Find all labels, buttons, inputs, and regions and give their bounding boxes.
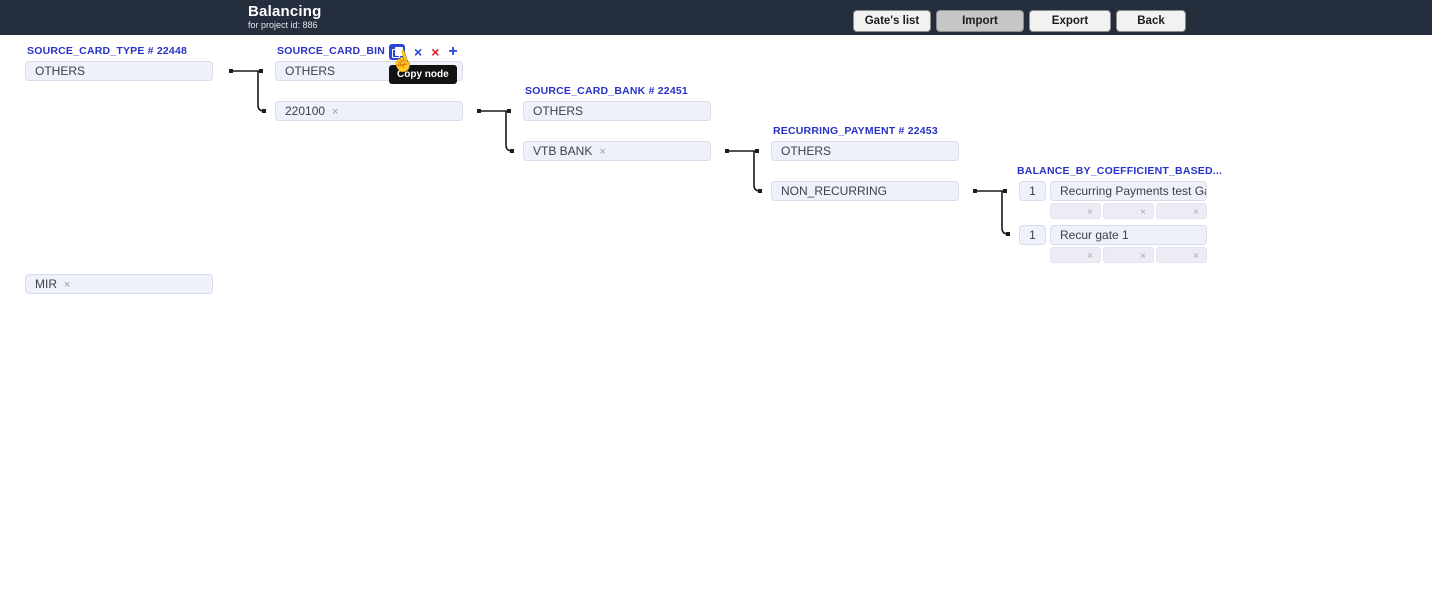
gate-limit-cell[interactable]: × [1050, 247, 1101, 263]
remove-value-icon[interactable]: × [599, 146, 606, 158]
node-source-card-bin-220100[interactable]: 220100 × [275, 101, 463, 121]
gate-limit-cell[interactable]: × [1103, 247, 1154, 263]
cut-node-icon[interactable]: × [414, 44, 423, 60]
gate-limit-cell[interactable]: × [1156, 203, 1207, 219]
gate-coefficient-box[interactable]: 1 [1019, 225, 1046, 245]
node-source-card-bank-others[interactable]: OTHERS [523, 101, 711, 121]
gate-name: Recur gate 1 [1060, 228, 1129, 242]
header-buttons: Gate's list Import Export Back [853, 10, 1186, 32]
node-source-card-type-mir[interactable]: MIR × [25, 274, 213, 294]
copy-node-tooltip: Copy node [389, 65, 457, 84]
coefficient-value: 1 [1029, 184, 1036, 198]
node-label: OTHERS [285, 64, 336, 78]
remove-value-icon[interactable]: × [332, 106, 339, 118]
delete-node-icon[interactable]: × [431, 44, 440, 60]
gate-limit-cell[interactable]: × [1103, 203, 1154, 219]
node-recurring-payment-others[interactable]: OTHERS [771, 141, 959, 161]
page-title: Balancing [248, 3, 322, 20]
gate-name: Recurring Payments test Gate [1060, 184, 1207, 198]
column-title-source-card-bin: SOURCE_CARD_BIN ... [277, 45, 398, 57]
column-title-source-card-bank: SOURCE_CARD_BANK # 22451 [525, 85, 688, 97]
add-node-icon[interactable]: + [448, 43, 458, 60]
copy-node-button[interactable] [389, 44, 405, 60]
node-label: 220100 [285, 104, 326, 118]
node-label: OTHERS [533, 104, 584, 118]
node-toolbar: × × + [389, 44, 458, 60]
clear-cell-icon[interactable]: × [1193, 251, 1199, 262]
node-label: OTHERS [35, 64, 86, 78]
copy-icon [392, 47, 403, 58]
column-title-source-card-type: SOURCE_CARD_TYPE # 22448 [27, 45, 188, 57]
page-subtitle: for project id: 886 [248, 20, 318, 30]
clear-cell-icon[interactable]: × [1193, 207, 1199, 218]
clear-cell-icon[interactable]: × [1140, 251, 1146, 262]
gate-name-box[interactable]: Recur gate 1 [1050, 225, 1207, 245]
column-title-recurring-payment: RECURRING_PAYMENT # 22453 [773, 125, 938, 137]
import-button[interactable]: Import [936, 10, 1024, 32]
node-label: VTB BANK [533, 144, 593, 158]
gate-name-box[interactable]: Recurring Payments test Gate [1050, 181, 1207, 201]
node-label: OTHERS [781, 144, 832, 158]
column-title-balance-by-coefficient: BALANCE_BY_COEFFICIENT_BASED... [1017, 165, 1223, 177]
node-label: NON_RECURRING [781, 184, 888, 198]
gate-coefficient-box[interactable]: 1 [1019, 181, 1046, 201]
app-header: Balancing for project id: 886 Gate's lis… [0, 0, 1432, 35]
gate-limit-cell[interactable]: × [1050, 203, 1101, 219]
gates-list-button[interactable]: Gate's list [853, 10, 931, 32]
node-source-card-type-others[interactable]: OTHERS [25, 61, 213, 81]
clear-cell-icon[interactable]: × [1087, 251, 1093, 262]
clear-cell-icon[interactable]: × [1087, 207, 1093, 218]
coefficient-value: 1 [1029, 228, 1036, 242]
remove-value-icon[interactable]: × [64, 279, 71, 291]
gate-limit-cell[interactable]: × [1156, 247, 1207, 263]
node-recurring-payment-non-recurring[interactable]: NON_RECURRING [771, 181, 959, 201]
node-source-card-bank-vtb[interactable]: VTB BANK × [523, 141, 711, 161]
clear-cell-icon[interactable]: × [1140, 207, 1146, 218]
back-button[interactable]: Back [1116, 10, 1186, 32]
export-button[interactable]: Export [1029, 10, 1111, 32]
node-label: MIR [35, 277, 57, 291]
